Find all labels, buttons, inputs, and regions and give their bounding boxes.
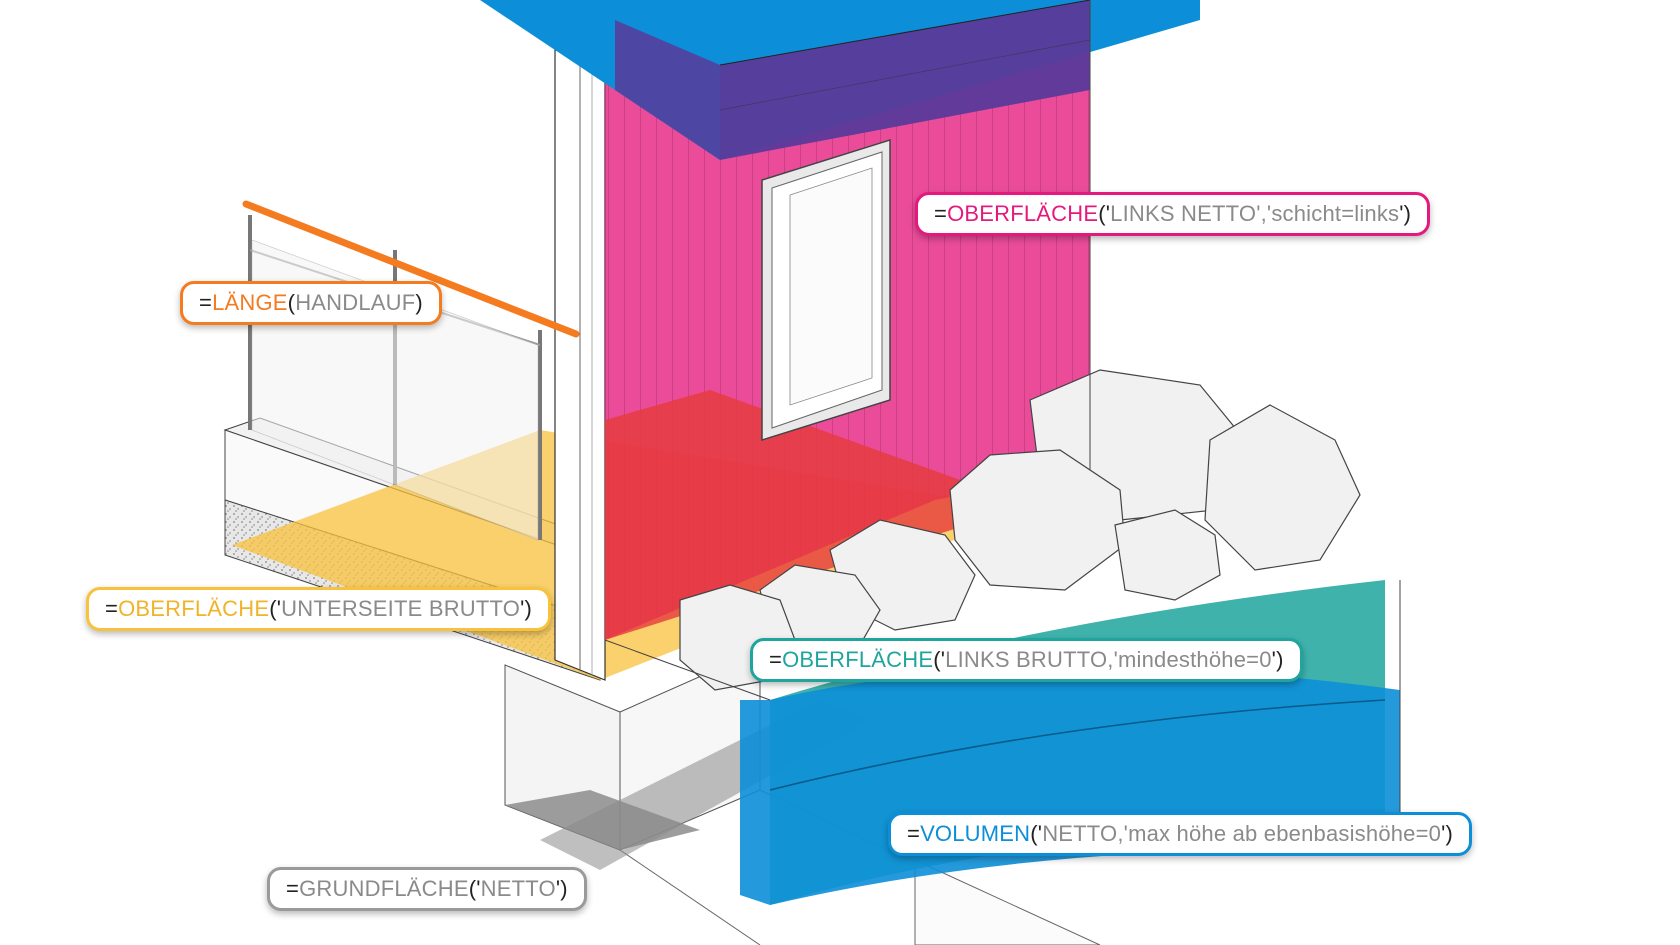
formula-args: NETTO,'max höhe ab ebenbasishöhe=0 xyxy=(1042,821,1442,846)
formula-args: NETTO xyxy=(480,876,556,901)
formula-open: (' xyxy=(468,876,481,901)
formula-close: ) xyxy=(415,290,423,315)
formula-links-brutto-callout: =OBERFLÄCHE('LINKS BRUTTO,'mindesthöhe=0… xyxy=(750,638,1303,682)
formula-open: (' xyxy=(1030,821,1043,846)
formula-links-netto-callout: =OBERFLÄCHE('LINKS NETTO','schicht=links… xyxy=(915,192,1431,236)
formula-open: (' xyxy=(933,647,946,672)
formula-grundflaeche-netto-callout: =GRUNDFLÄCHE('NETTO') xyxy=(267,867,587,911)
formula-function: OBERFLÄCHE xyxy=(782,647,934,672)
formula-close: ') xyxy=(555,876,568,901)
formula-equals: = xyxy=(105,596,119,621)
formula-equals: = xyxy=(907,821,921,846)
formula-open: (' xyxy=(269,596,282,621)
formula-args: HANDLAUF xyxy=(295,290,416,315)
formula-open: (' xyxy=(1098,201,1111,226)
formula-args: UNTERSEITE BRUTTO xyxy=(281,596,521,621)
formula-equals: = xyxy=(769,647,783,672)
volume-netto xyxy=(740,667,1400,905)
formula-equals: = xyxy=(199,290,213,315)
formula-function: VOLUMEN xyxy=(920,821,1031,846)
formula-function: LÄNGE xyxy=(212,290,288,315)
roof xyxy=(480,0,1200,160)
formula-volumen-netto-callout: =VOLUMEN('NETTO,'max höhe ab ebenbasishö… xyxy=(888,812,1473,856)
formula-function: GRUNDFLÄCHE xyxy=(299,876,469,901)
formula-equals: = xyxy=(934,201,948,226)
formula-function: OBERFLÄCHE xyxy=(118,596,270,621)
formula-handlauf-callout: =LÄNGE(HANDLAUF) xyxy=(180,281,442,325)
formula-equals: = xyxy=(286,876,300,901)
handrail xyxy=(242,200,580,338)
formula-open: ( xyxy=(287,290,296,315)
formula-close: ') xyxy=(1399,201,1412,226)
formula-unterseite-brutto-callout: =OBERFLÄCHE('UNTERSEITE BRUTTO') xyxy=(86,587,551,631)
formula-function: OBERFLÄCHE xyxy=(947,201,1099,226)
formula-close: ') xyxy=(520,596,532,621)
wall-edge xyxy=(554,49,606,681)
overlap-area xyxy=(605,390,1030,640)
formula-close: ') xyxy=(1271,647,1284,672)
formula-args: LINKS NETTO','schicht=links xyxy=(1110,201,1400,226)
formula-args: LINKS BRUTTO,'mindesthöhe=0 xyxy=(945,647,1272,672)
window xyxy=(761,138,891,442)
formula-close: ') xyxy=(1441,821,1454,846)
